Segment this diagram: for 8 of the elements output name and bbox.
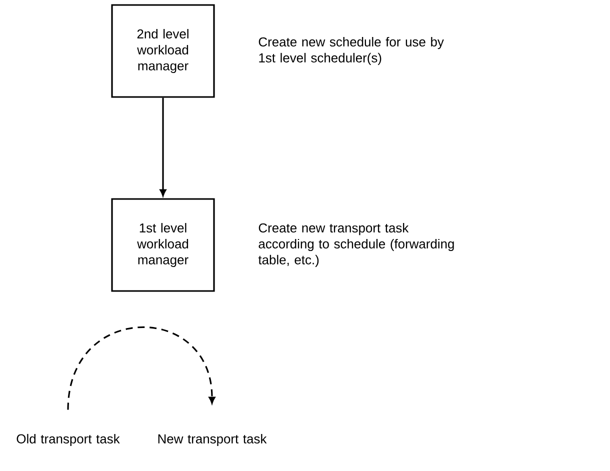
arrow: [160, 98, 166, 196]
process-box: 2nd level workload manager: [111, 4, 215, 98]
annotation-text: Create new transport task according to schedule (forwarding table, etc.): [258, 223, 454, 267]
task-label: New transport task: [158, 434, 267, 446]
annotation-text: Create new schedule for use by 1st level scheduler(s): [258, 36, 444, 65]
process-box: 1st level workload manager: [111, 198, 215, 292]
arrow: [67, 326, 216, 410]
task-label: Old transport task: [16, 434, 120, 446]
